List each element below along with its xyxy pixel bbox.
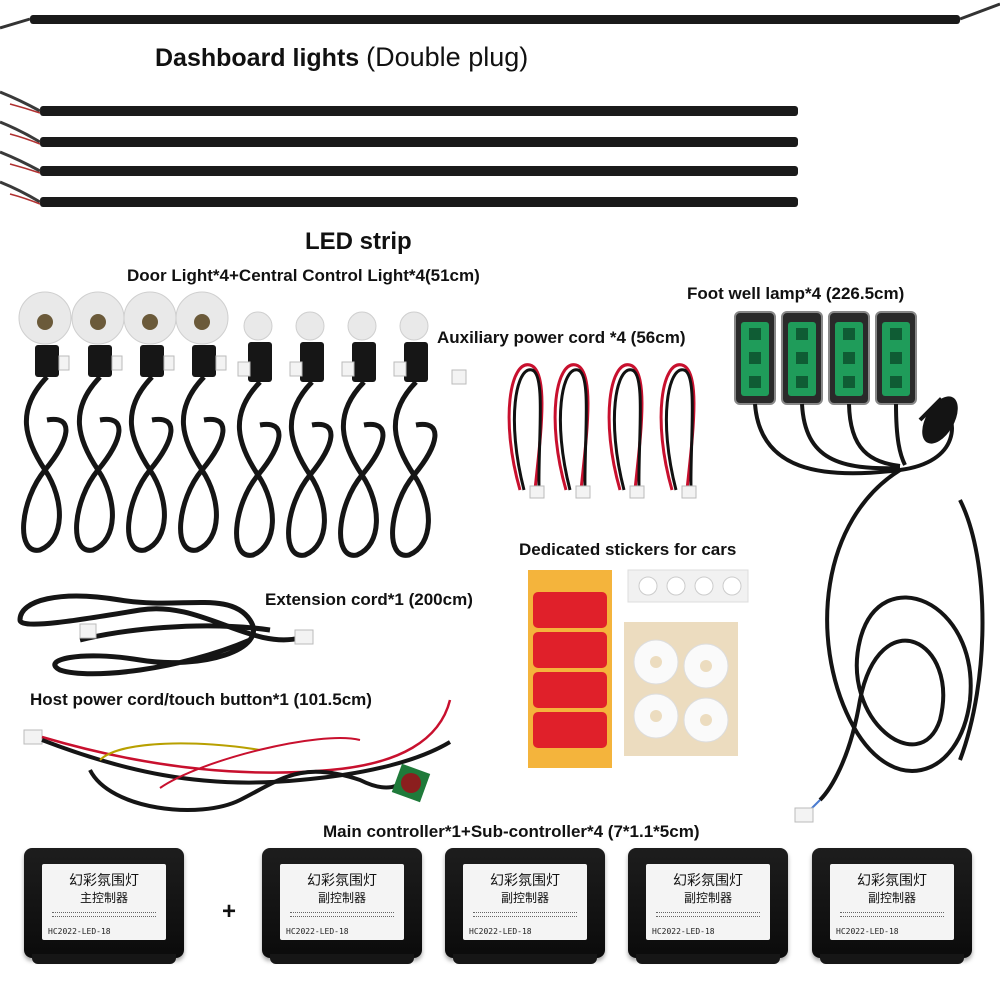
controller-type: 副控制器 (317, 891, 366, 905)
sub-controller: 幻彩氛围灯 副控制器 HC2022-LED-18 (445, 848, 605, 964)
dashboard-lights-main: Dashboard lights (155, 44, 360, 72)
controller-sticker: 幻彩氛围灯 副控制器 HC2022-LED-18 (280, 864, 404, 940)
led-strips (0, 90, 798, 207)
host-power-label: Host power cord/touch button*1 (101.5cm) (30, 690, 372, 709)
main-controller: 幻彩氛围灯 主控制器 HC2022-LED-18 (24, 848, 184, 964)
controller-model: HC2022-LED-18 (469, 927, 532, 936)
extension-cord (17, 593, 314, 677)
foot-well-label: Foot well lamp*4 (226.5cm) (687, 284, 905, 303)
controller-sticker: 幻彩氛围灯 副控制器 HC2022-LED-18 (463, 864, 587, 940)
controller-type: 副控制器 (500, 891, 549, 905)
controller-sticker: 幻彩氛围灯 主控制器 HC2022-LED-18 (42, 864, 166, 940)
dashboard-light-strip (0, 2, 1000, 30)
controller-sticker: 幻彩氛围灯 副控制器 HC2022-LED-18 (646, 864, 770, 940)
controller-title: 幻彩氛围灯 (673, 873, 743, 889)
dashboard-lights-title: Dashboard lights (Double plug) (155, 42, 528, 73)
aux-power-label: Auxiliary power cord *4 (56cm) (437, 328, 686, 347)
foot-well-lamps (734, 311, 985, 823)
controller-model: HC2022-LED-18 (48, 927, 111, 936)
controllers-label: Main controller*1+Sub-controller*4 (7*1.… (323, 822, 700, 841)
controller-title: 幻彩氛围灯 (857, 873, 927, 889)
sub-controller: 幻彩氛围灯 副控制器 HC2022-LED-18 (812, 848, 972, 964)
controller-title: 幻彩氛围灯 (490, 873, 560, 889)
door-light-label: Door Light*4+Central Control Light*4(51c… (127, 266, 480, 285)
sub-controller: 幻彩氛围灯 副控制器 HC2022-LED-18 (628, 848, 788, 964)
controller-model: HC2022-LED-18 (652, 927, 715, 936)
extension-cord-label: Extension cord*1 (200cm) (265, 590, 473, 609)
controller-type: 副控制器 (683, 891, 732, 905)
auxiliary-power-cords (507, 363, 697, 499)
controller-model: HC2022-LED-18 (286, 927, 349, 936)
controller-model: HC2022-LED-18 (836, 927, 899, 936)
car-stickers (528, 569, 749, 768)
controller-type: 副控制器 (867, 891, 916, 905)
stickers-label: Dedicated stickers for cars (519, 540, 737, 559)
led-strip-title: LED strip (305, 228, 412, 255)
dashboard-lights-paren: (Double plug) (366, 42, 529, 72)
plus-sign: + (222, 898, 237, 925)
controller-type: 主控制器 (79, 891, 128, 905)
sub-controller: 幻彩氛围灯 副控制器 HC2022-LED-18 (262, 848, 422, 964)
door-lights (18, 291, 467, 558)
host-power-cord (23, 699, 452, 812)
controller-title: 幻彩氛围灯 (69, 873, 139, 889)
controller-sticker: 幻彩氛围灯 副控制器 HC2022-LED-18 (830, 864, 954, 940)
controller-title: 幻彩氛围灯 (307, 873, 377, 889)
